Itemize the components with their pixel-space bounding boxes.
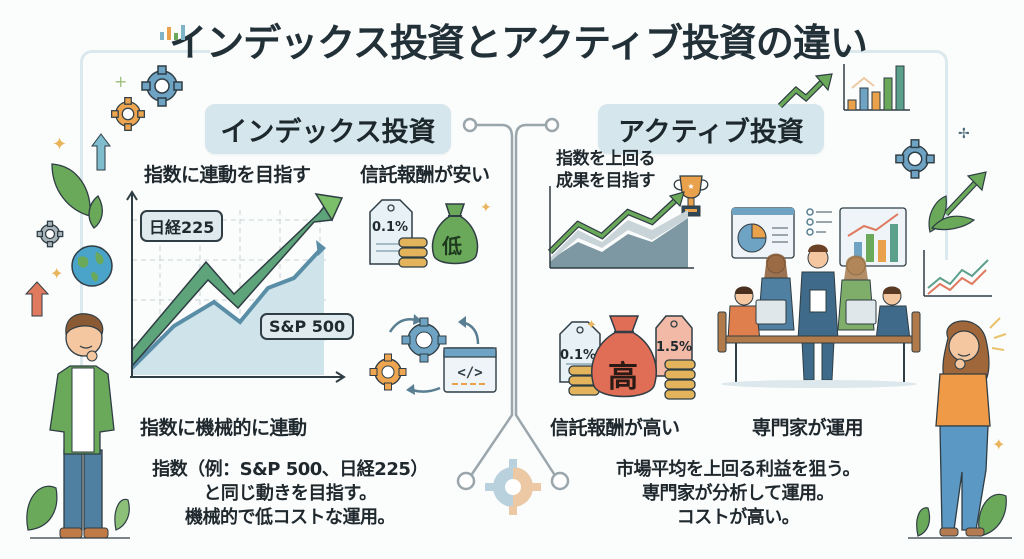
index-description-line: 指数（例：S&P 500、日経225） (152, 459, 428, 480)
globe-icon (71, 245, 113, 287)
up-arrow-icon (24, 281, 50, 317)
sp500-label: S&P 500 (260, 313, 355, 340)
svg-text:</>: </> (457, 365, 482, 381)
line-chart-icon (923, 250, 992, 297)
index-fee-tag-value: 0.1% (372, 220, 409, 235)
index-tracking-chart (126, 190, 346, 383)
gear-icon (895, 139, 935, 179)
sparkle-icon: ✦ (52, 134, 68, 155)
bar-chart-icon (843, 64, 910, 111)
index-description: 指数（例：S&P 500、日経225） と同じ動きを目指す。 機械的で低コストな… (140, 458, 440, 530)
sparkle-icon: ✦ (586, 318, 597, 333)
sparkle-icon: ✦ (50, 264, 64, 283)
index-feature-mechanical: 指数に機械的に連動 (140, 417, 307, 439)
mini-bar-chart-icon (160, 25, 185, 40)
svg-text:✦: ✦ (992, 435, 1005, 454)
active-feature-experts: 専門家が運用 (752, 417, 864, 439)
coin-stack-icon (398, 237, 428, 268)
active-fee-tag-high-value: 1.5% (656, 340, 693, 355)
automation-gears-icon: </> (369, 314, 497, 395)
leaf-icon (51, 163, 104, 229)
right-frame (840, 50, 948, 260)
thinking-man-illustration (26, 313, 130, 539)
coin-stack-icon (664, 359, 696, 400)
money-bag-high-label: 高 (608, 360, 638, 395)
thinking-woman-illustration: ✦ (908, 317, 1012, 539)
active-feature-outperform: 指数を上回る 成果を目指す (556, 148, 656, 192)
money-bag-high-icon (591, 315, 657, 398)
gear-icon (111, 97, 145, 131)
page-title: インデックス投資とアクティブ投資の違い (169, 20, 868, 65)
active-investing-heading: アクティブ投資 (598, 104, 824, 154)
outperform-chart (547, 186, 694, 269)
nikkei-225-label: 日経225 (140, 210, 224, 242)
left-frame (80, 50, 210, 520)
active-feature-outperform-line: 指数を上回る (556, 149, 656, 169)
active-description-line: 専門家が分析して運用。 (642, 483, 834, 504)
index-feature-tracking: 指数に連動を目指す (144, 164, 311, 186)
index-description-line: 機械的で低コストな運用。 (185, 507, 396, 528)
active-description: 市場平均を上回る利益を狙う。 専門家が分析して運用。 コストが高い。 (598, 458, 878, 530)
expert-team-illustration (717, 207, 921, 388)
index-feature-low-fee: 信託報酬が安い (360, 164, 490, 186)
leaf-arrow-icon (928, 171, 987, 233)
active-description-line: コストが高い。 (676, 507, 800, 528)
index-description-line: と同じ動きを目指す。 (203, 483, 377, 504)
sparkle-icon: + (114, 72, 128, 91)
sparkle-icon: ✦ (480, 200, 492, 216)
gear-icon (141, 65, 183, 107)
sparkle-icon: ✢ (958, 126, 970, 142)
active-feature-high-fee: 信託報酬が高い (550, 417, 680, 439)
index-investing-heading: インデックス投資 (205, 104, 451, 154)
center-connector (456, 117, 570, 515)
svg-text:★: ★ (687, 182, 694, 191)
active-feature-outperform-line: 成果を目指す (556, 171, 656, 191)
up-arrow-icon (91, 133, 111, 171)
active-description-line: 市場平均を上回る利益を狙う。 (616, 459, 860, 480)
growth-arrow-icon (777, 73, 833, 109)
money-bag-low-icon (431, 203, 479, 265)
money-bag-low-label: 低 (442, 234, 462, 258)
active-fee-tag-low-value: 0.1% (560, 348, 597, 363)
gear-icon (36, 220, 64, 248)
